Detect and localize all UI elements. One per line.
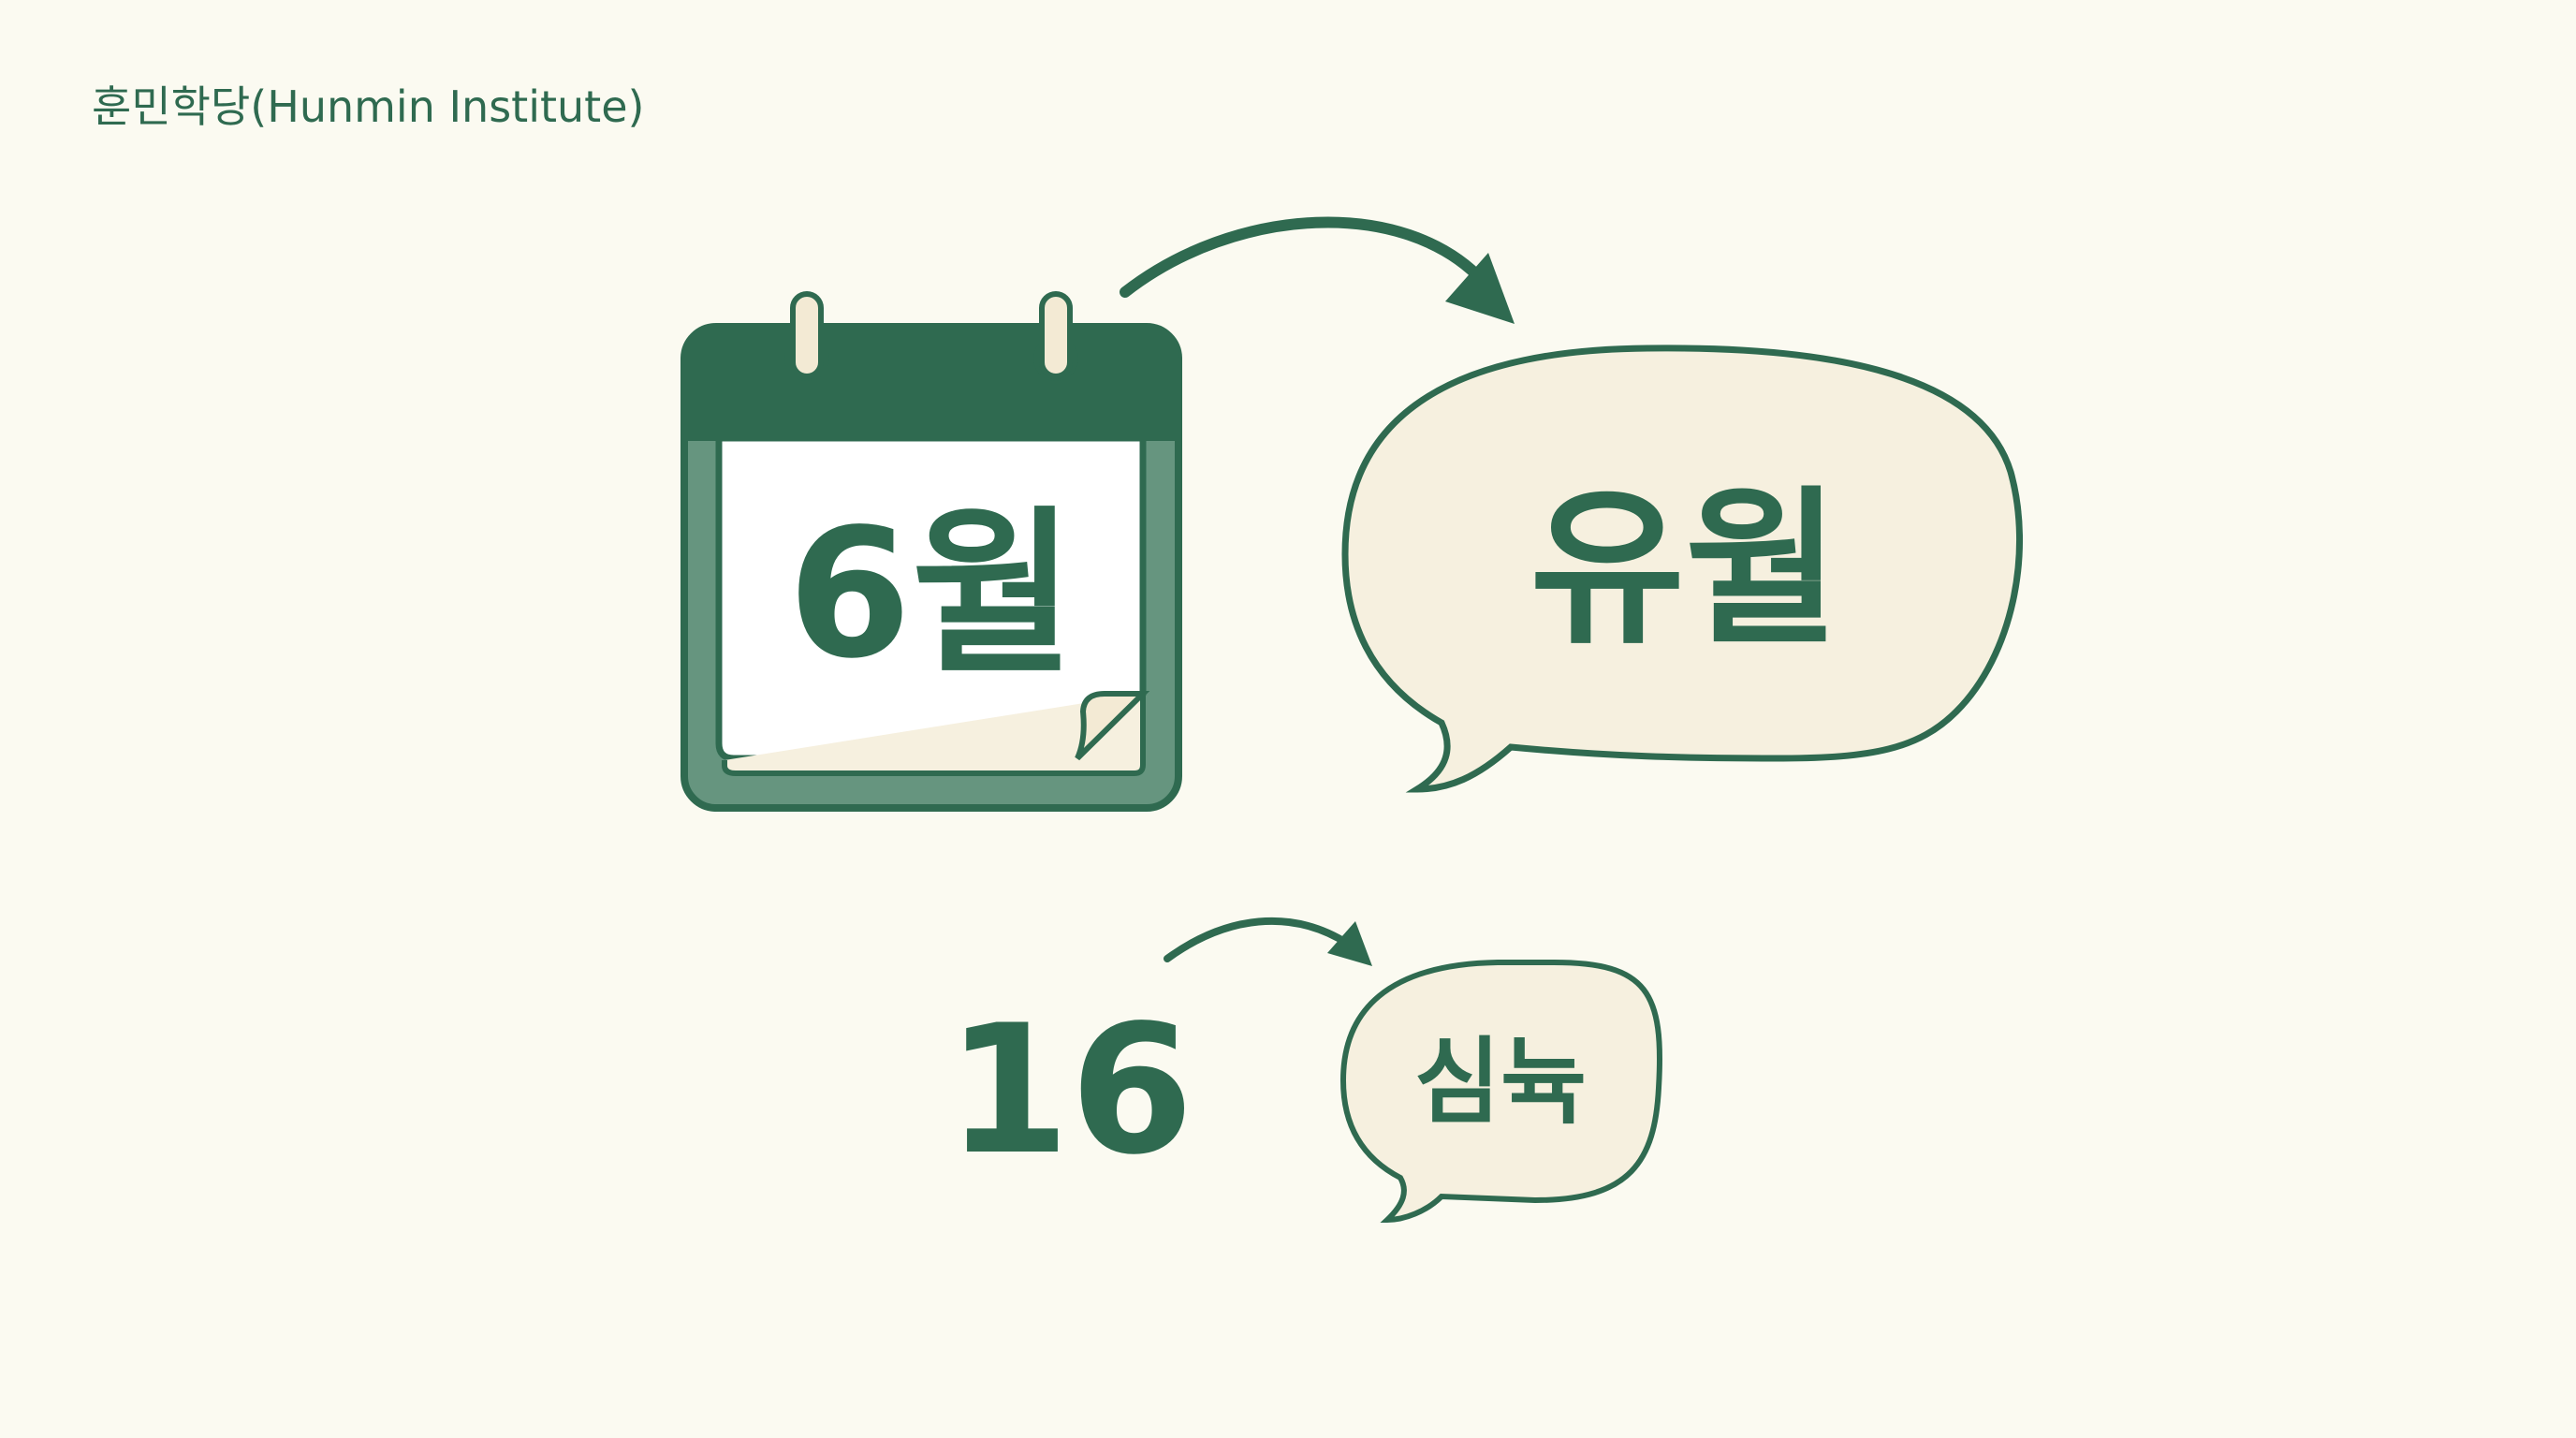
calendar-ring-right — [1033, 291, 1078, 381]
calendar-icon — [681, 291, 1182, 812]
arrow-right-small-icon — [1164, 917, 1372, 966]
example-1-target-text: 유월 — [1530, 472, 1839, 668]
example-2-source-text: 16 — [946, 987, 1193, 1194]
arrow-right-icon — [1120, 216, 1515, 324]
example-2-target-text: 심뉵 — [1414, 1027, 1587, 1137]
example-2-target-bubble-outline — [1339, 960, 1663, 1224]
calendar-ring-left — [784, 291, 829, 381]
brand-title: 훈민학당(Hunmin Institute) — [92, 81, 645, 132]
example-1-target-bubble-outline — [1341, 345, 2023, 793]
example-1-source-text: 6월 — [787, 491, 1075, 697]
